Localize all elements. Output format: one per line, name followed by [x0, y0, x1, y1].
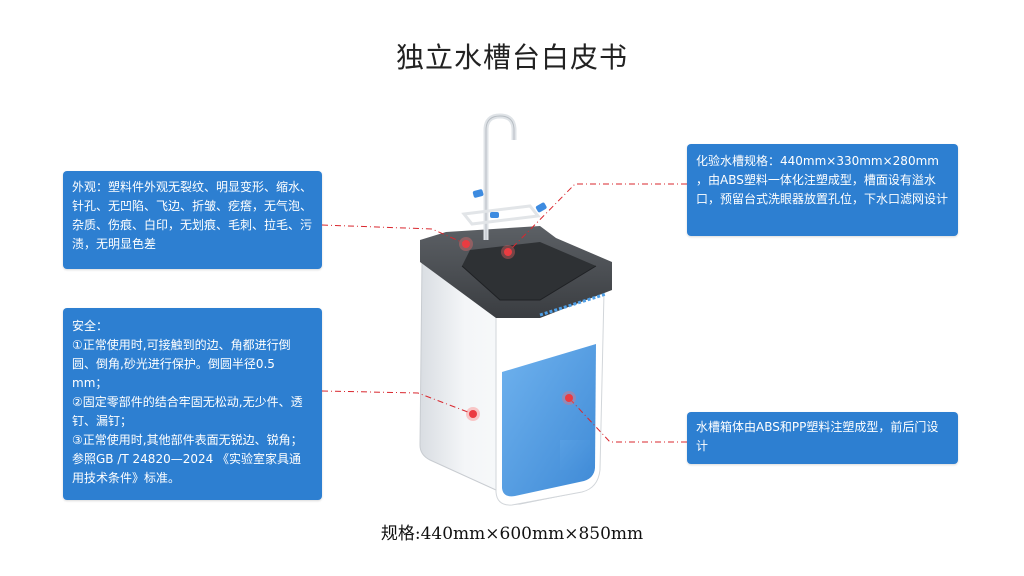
appearance-note-text: 外观：塑料件外观无裂纹、明显变形、缩水、针孔、无凹陷、飞边、折皱、疙瘩，无气泡、… — [72, 180, 313, 251]
eyewash-cap-left — [472, 189, 484, 198]
marker-sink-spec — [504, 248, 512, 256]
pointer-line-sink-spec — [507, 183, 687, 253]
cabinet-door — [502, 344, 596, 497]
safety-note: 安全： ①正常使用时,可接触到的边、角都进行倒圆、倒角,砂光进行保护。倒圆半径0… — [63, 308, 322, 500]
safety-item-2: ②固定零部件的结合牢固无松动,无少件、透钉、漏钉； — [72, 395, 303, 428]
spec-caption: 规格:440mm×600mm×850mm — [380, 524, 644, 544]
counter-top — [420, 226, 612, 318]
sink-basin — [462, 242, 596, 300]
safety-item-3: ③正常使用时,其他部件表面无锐边、锐角；参照GB /T 24820—2024 《… — [72, 433, 303, 485]
marker-safety — [469, 410, 477, 418]
eyewash-cap-mid — [490, 212, 499, 218]
cabinet-body — [419, 261, 601, 505]
cabinet-note: 水槽箱体由ABS和PP塑料注塑成型，前后门设计 — [687, 412, 958, 464]
safety-heading: 安全： — [72, 319, 109, 333]
eyewash-frame — [461, 204, 541, 226]
cabinet-note-text: 水槽箱体由ABS和PP塑料注塑成型，前后门设计 — [696, 420, 939, 453]
marker-appearance — [462, 240, 470, 248]
page-title: 独立水槽台白皮书 — [395, 41, 628, 74]
safety-item-1: ①正常使用时,可接触到的边、角都进行倒圆、倒角,砂光进行保护。倒圆半径0.5 m… — [72, 338, 291, 390]
sink-spec-note-text: 化验水槽规格：440mm×330mm×280mm ，由ABS塑料一体化注塑成型，… — [696, 154, 949, 206]
sink-spec-note: 化验水槽规格：440mm×330mm×280mm ，由ABS塑料一体化注塑成型，… — [687, 144, 958, 236]
cabinet-front — [495, 291, 605, 506]
faucet-pipe — [483, 113, 517, 240]
pointer-line-cabinet — [568, 397, 687, 443]
marker-cabinet — [565, 394, 573, 402]
appearance-note: 外观：塑料件外观无裂纹、明显变形、缩水、针孔、无凹陷、飞边、折皱、疙瘩，无气泡、… — [63, 171, 322, 269]
pointer-line-safety — [321, 390, 474, 415]
indicator-strip — [539, 292, 607, 317]
pointer-line-appearance — [321, 224, 467, 245]
eyewash-cap-right — [535, 202, 547, 213]
